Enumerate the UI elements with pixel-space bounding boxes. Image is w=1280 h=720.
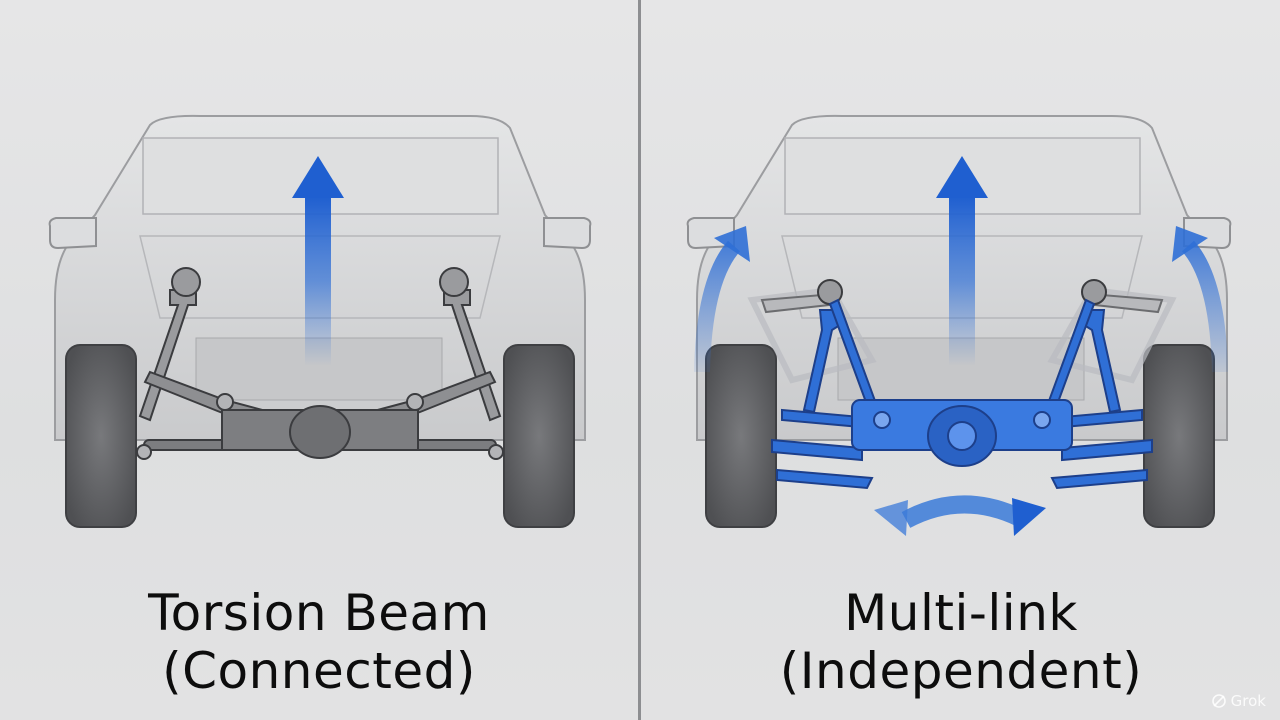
lift-arrow-icon <box>936 156 988 366</box>
watermark-label: Grok <box>1230 692 1266 710</box>
multi-link-panel: Multi-link (Independent) <box>642 0 1280 720</box>
torsion-beam-diagram <box>48 114 592 528</box>
rear-wheels <box>705 344 1215 528</box>
panel-title-line1: Torsion Beam <box>148 584 490 642</box>
torsion-beam-suspension <box>136 267 504 460</box>
panel-title-line2: (Independent) <box>779 642 1143 700</box>
panel-divider <box>638 0 641 720</box>
panel-title-line2: (Connected) <box>162 642 476 700</box>
grok-logo-icon <box>1211 694 1226 708</box>
lift-arrow-icon <box>292 156 344 366</box>
panel-title-line1: Multi-link <box>844 584 1078 642</box>
torsion-beam-panel: Torsion Beam (Connected) <box>0 0 638 720</box>
rotation-arrow-icon <box>874 495 1046 536</box>
wheel-travel-arrow-right-icon <box>1172 226 1228 373</box>
wheel-travel-arrow-left-icon <box>694 226 750 373</box>
multi-link-diagram <box>686 114 1232 536</box>
articulated-links-ghost <box>747 286 1177 384</box>
rear-wheels <box>65 344 575 528</box>
grok-watermark: Grok <box>1211 692 1266 710</box>
multi-link-suspension <box>760 279 1164 490</box>
